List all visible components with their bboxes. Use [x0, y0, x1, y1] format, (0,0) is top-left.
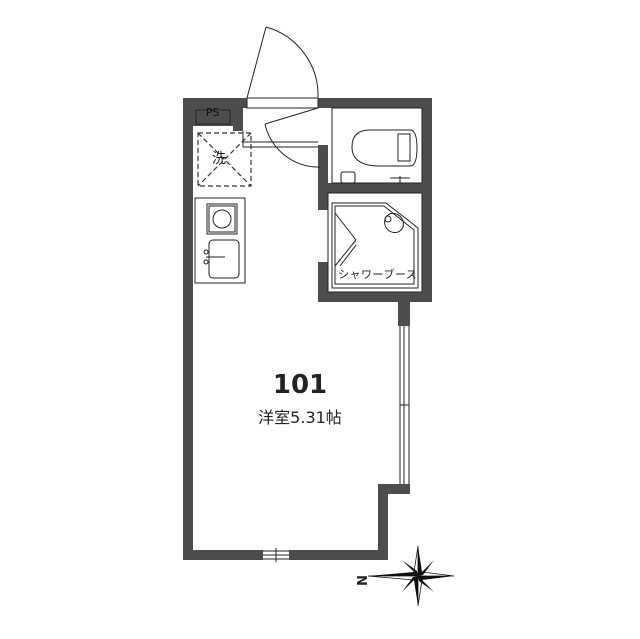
unit-number: 101 [272, 370, 328, 400]
toilet [331, 107, 423, 184]
window-bottom [263, 548, 289, 562]
walls [183, 98, 432, 560]
kitchen [194, 197, 246, 284]
window-right [399, 326, 410, 484]
ps-label: PS [205, 106, 220, 119]
north-label: N [352, 575, 368, 586]
room-label: 洋室5.31帖 [258, 408, 342, 427]
entrance-door [242, 26, 321, 168]
compass-rose-icon [367, 545, 455, 607]
shower-booth-label: シャワーブース [338, 268, 418, 281]
washer-label: 洗 [212, 151, 226, 167]
shower-booth [327, 192, 423, 293]
washer-pan [197, 132, 252, 187]
